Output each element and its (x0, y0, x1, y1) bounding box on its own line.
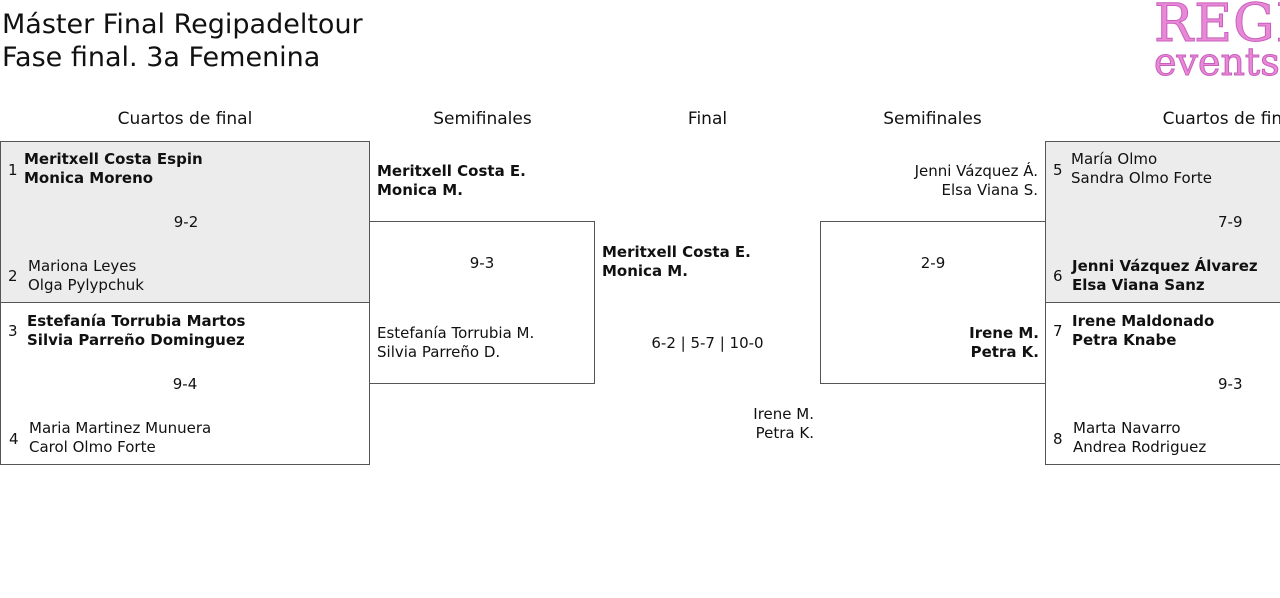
seed-number: 6 (1053, 267, 1063, 285)
player-name: Petra K. (755, 424, 814, 442)
match-score: 9-3 (469, 254, 495, 272)
player-name: Jenni Vázquez Álvarez (1072, 257, 1258, 275)
match-score: 9-4 (172, 375, 198, 393)
match-qf-right-2: 7 Irene Maldonado Petra Knabe 9-3 8 Mart… (1045, 302, 1280, 465)
seed-number: 5 (1053, 161, 1063, 179)
player-name: Maria Martinez Munuera (29, 419, 212, 437)
team-b: Maria Martinez Munuera Carol Olmo Forte (29, 419, 211, 457)
team-a: Irene Maldonado Petra Knabe (1072, 312, 1214, 350)
sf-right-team-b: Irene M. Petra K. (861, 324, 1039, 362)
title-line-2: Fase final. 3a Femenina (2, 42, 321, 73)
player-name: Meritxell Costa E. (377, 162, 526, 180)
match-score: 9-3 (1218, 375, 1243, 393)
player-name: Irene M. (969, 324, 1039, 342)
round-header-sf-left: Semifinales (433, 109, 532, 129)
seed-number: 4 (9, 430, 19, 448)
player-name: Meritxell Costa Espin (24, 150, 203, 168)
player-name: Monica Moreno (24, 169, 154, 187)
sf-left-team-a: Meritxell Costa E. Monica M. (377, 162, 526, 200)
round-header-final: Final (687, 109, 728, 129)
final-team-a: Meritxell Costa E. Monica M. (602, 243, 751, 281)
sf-left-team-b: Estefanía Torrubia M. Silvia Parreño D. (377, 324, 534, 362)
player-name: Petra Knabe (1072, 331, 1177, 349)
round-header-qf-right: Cuartos de final (1162, 109, 1280, 129)
page-title: Máster Final Regipadeltour Fase final. 3… (2, 8, 363, 74)
seed-number: 7 (1053, 322, 1063, 340)
logo-line-2: events (1154, 40, 1280, 85)
player-name: Meritxell Costa E. (602, 243, 751, 261)
regi-events-logo: REGI events (1150, 0, 1280, 86)
player-name: Elsa Viana Sanz (1072, 276, 1205, 294)
final-score: 6-2 | 5-7 | 10-0 (651, 334, 764, 352)
player-name: Olga Pylypchuk (28, 276, 144, 294)
team-b: Jenni Vázquez Álvarez Elsa Viana Sanz (1072, 257, 1258, 295)
round-header-qf-left: Cuartos de final (117, 109, 253, 129)
player-name: Irene Maldonado (1072, 312, 1215, 330)
match-score: 9-2 (173, 213, 199, 231)
seed-number: 3 (8, 322, 18, 340)
player-name: Jenni Vázquez Á. (914, 162, 1038, 180)
match-qf-left-1: 1 Meritxell Costa Espin Monica Moreno 9-… (0, 141, 370, 303)
sf-right-team-a: Jenni Vázquez Á. Elsa Viana S. (860, 162, 1038, 200)
player-name: Irene M. (753, 405, 814, 423)
player-name: Monica M. (377, 181, 463, 199)
match-sf-right: 2-9 Irene M. Petra K. (820, 221, 1046, 384)
team-b: Marta Navarro Andrea Rodriguez (1073, 419, 1206, 457)
match-score: 7-9 (1218, 213, 1243, 231)
player-name: Petra K. (970, 343, 1039, 361)
player-name: María Olmo (1071, 150, 1158, 168)
match-qf-right-1: 5 María Olmo Sandra Olmo Forte 7-9 6 Jen… (1045, 141, 1280, 303)
player-name: Marta Navarro (1073, 419, 1181, 437)
team-a: María Olmo Sandra Olmo Forte (1071, 150, 1212, 188)
match-score: 2-9 (920, 254, 946, 272)
player-name: Carol Olmo Forte (29, 438, 156, 456)
player-name: Silvia Parreño D. (377, 343, 501, 361)
player-name: Monica M. (602, 262, 688, 280)
player-name: Sandra Olmo Forte (1071, 169, 1212, 187)
team-a: Estefanía Torrubia Martos Silvia Parreño… (27, 312, 245, 350)
round-header-sf-right: Semifinales (883, 109, 982, 129)
seed-number: 1 (8, 161, 18, 179)
player-name: Estefanía Torrubia Martos (27, 312, 246, 330)
player-name: Mariona Leyes (28, 257, 137, 275)
player-name: Estefanía Torrubia M. (377, 324, 535, 342)
match-qf-left-2: 3 Estefanía Torrubia Martos Silvia Parre… (0, 302, 370, 465)
final-team-b: Irene M. Petra K. (700, 405, 814, 443)
player-name: Silvia Parreño Dominguez (27, 331, 245, 349)
team-b: Mariona Leyes Olga Pylypchuk (28, 257, 144, 295)
seed-number: 2 (8, 267, 18, 285)
seed-number: 8 (1053, 430, 1063, 448)
player-name: Andrea Rodriguez (1073, 438, 1207, 456)
player-name: Elsa Viana S. (941, 181, 1038, 199)
match-sf-left: 9-3 Estefanía Torrubia M. Silvia Parreño… (369, 221, 595, 384)
team-a: Meritxell Costa Espin Monica Moreno (24, 150, 203, 188)
logo-line-1: REGI (1153, 0, 1280, 55)
title-line-1: Máster Final Regipadeltour (2, 9, 363, 40)
